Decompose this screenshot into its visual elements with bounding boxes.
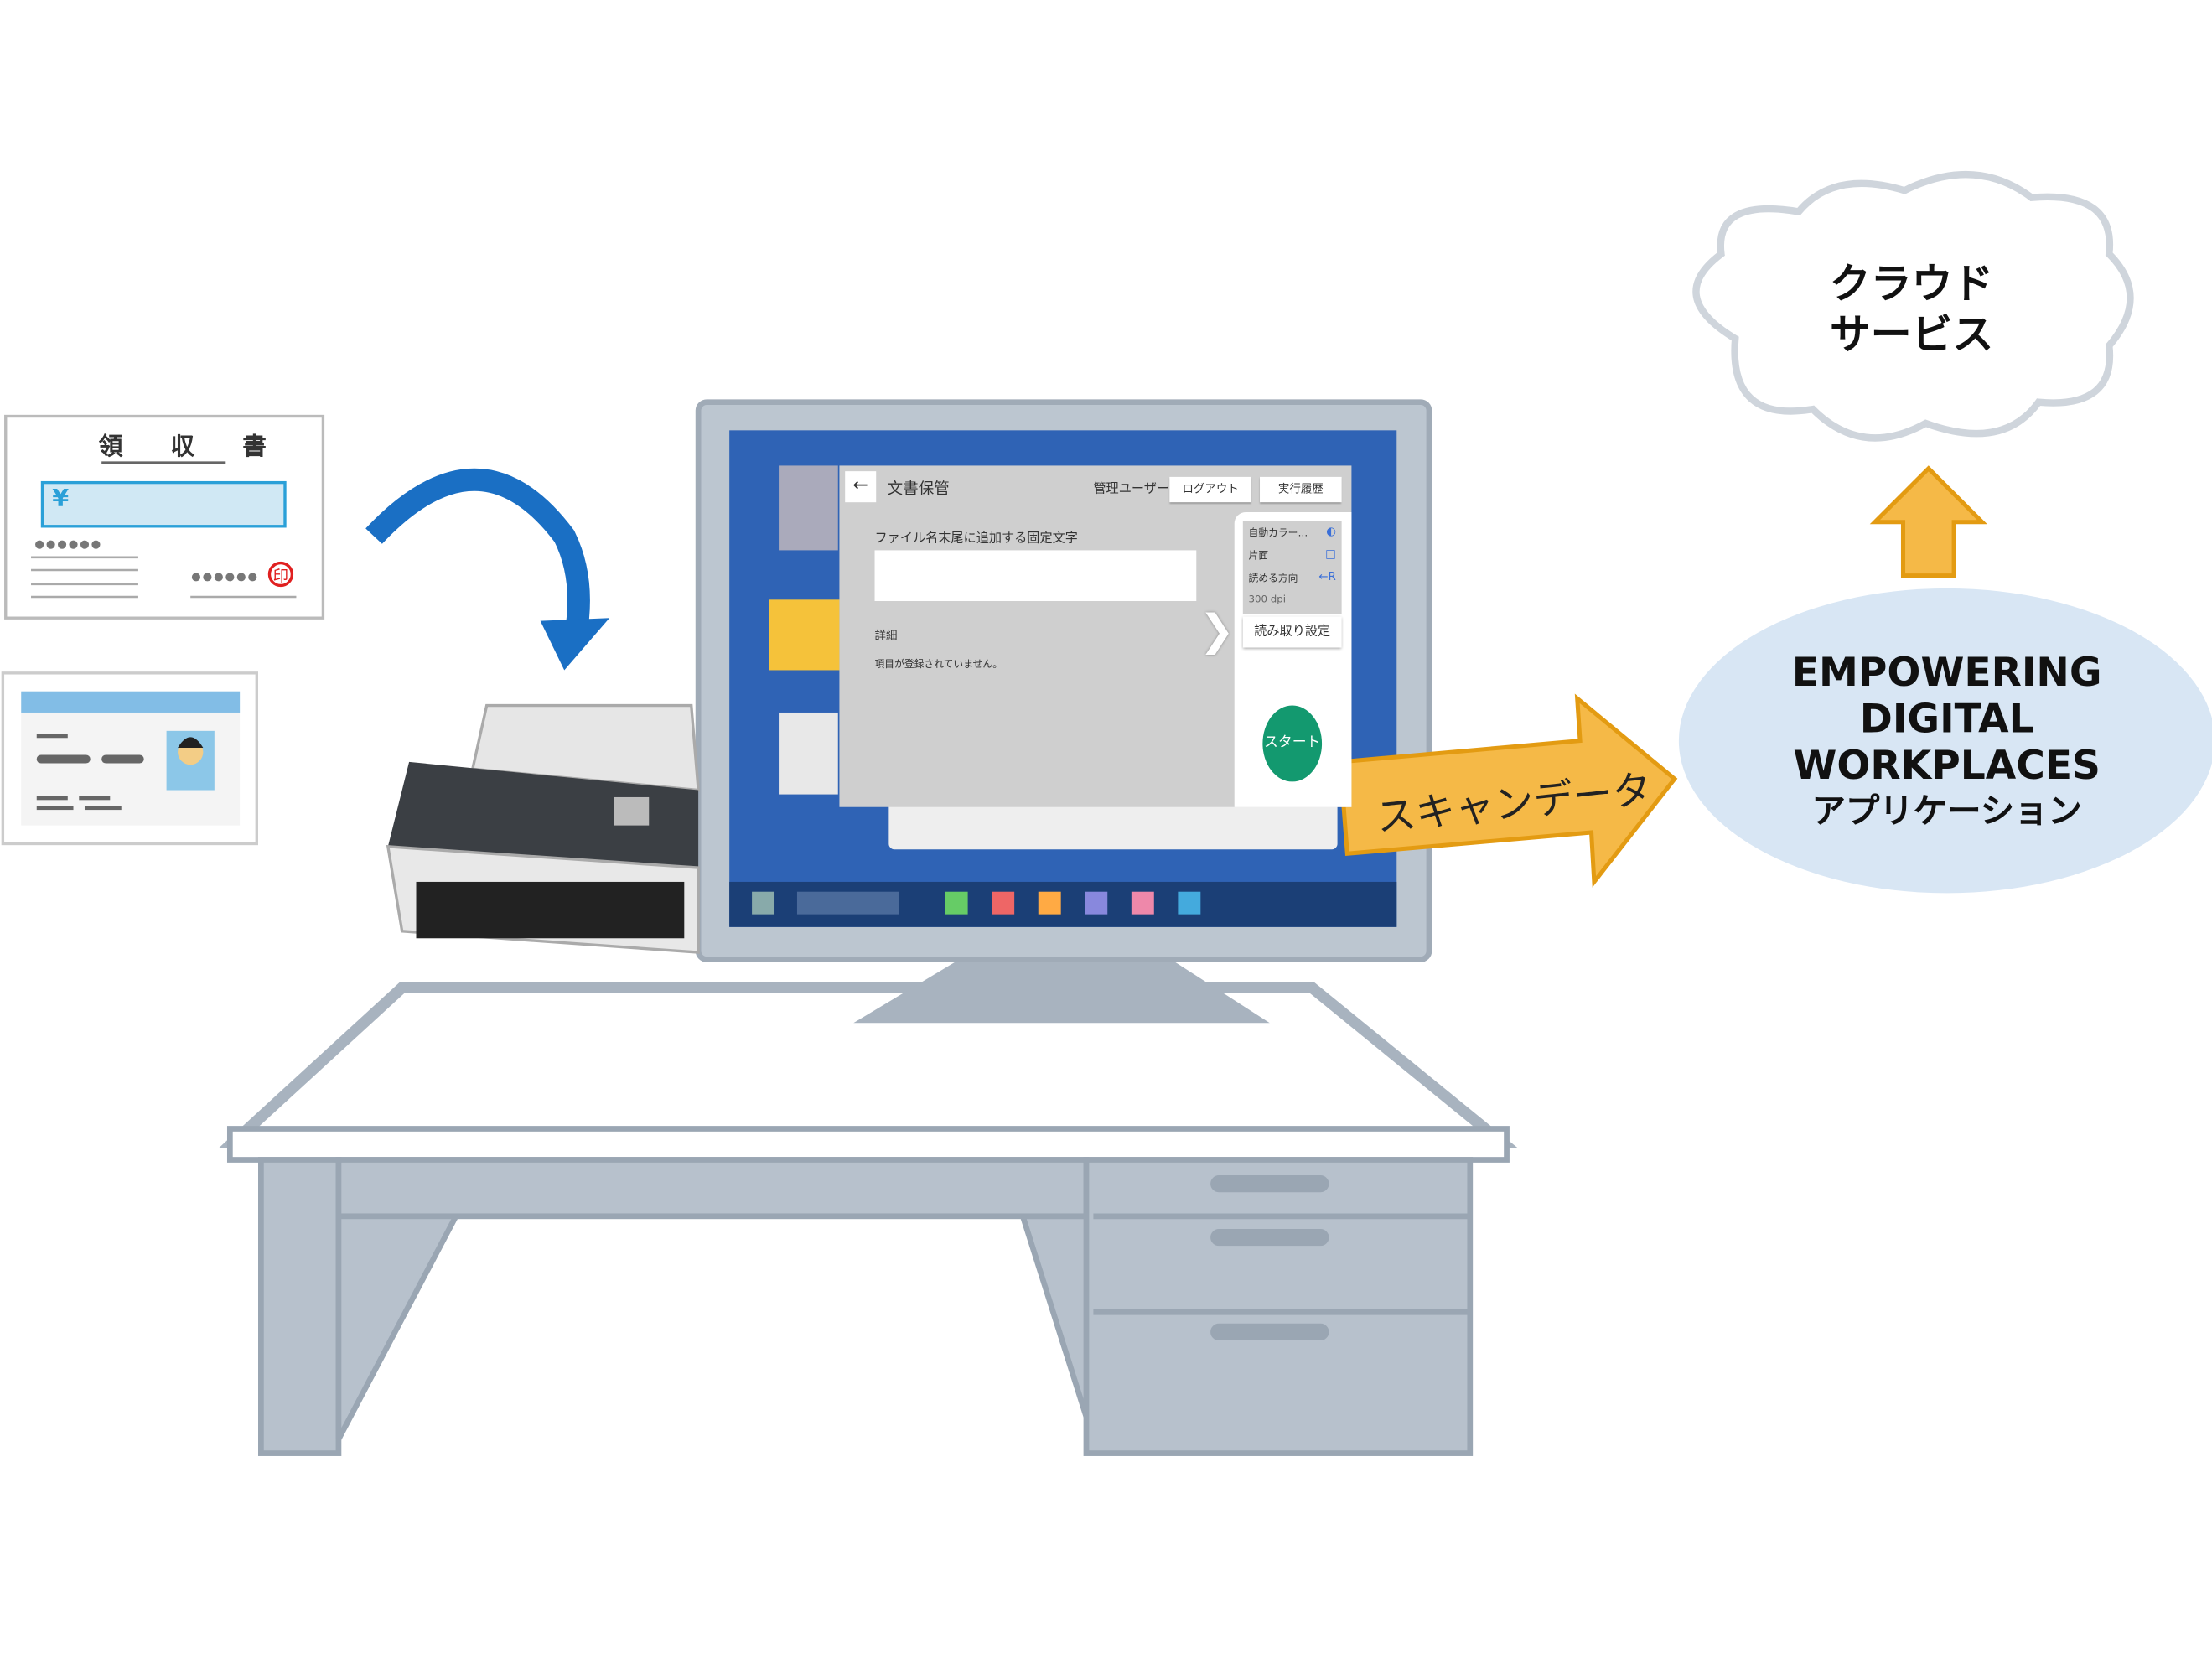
history-button[interactable]: 実行履歴 bbox=[1260, 476, 1342, 503]
cloud-line-2: サービス bbox=[1829, 310, 1994, 359]
user-name: 管理ユーザー bbox=[1093, 482, 1170, 497]
logout-button[interactable]: ログアウト bbox=[1169, 476, 1251, 503]
color-icon: ◐ bbox=[1326, 525, 1336, 538]
cloud-shape bbox=[1692, 170, 2134, 442]
orientation-mode: 読める方向 bbox=[1248, 573, 1298, 584]
oval-line-1: EMPOWERING bbox=[1791, 649, 2102, 696]
orientation-icon: ←R bbox=[1318, 569, 1336, 583]
filename-suffix-input[interactable] bbox=[874, 550, 1197, 602]
color-mode: 自動カラー… bbox=[1248, 527, 1308, 539]
application-oval bbox=[1678, 588, 2212, 894]
scan-side-panel: 自動カラー… ◐ 片面 □ 読める方向 ←R 300 dpi 読み取り設定 スタ… bbox=[1234, 511, 1352, 807]
application-label: EMPOWERING DIGITAL WORKPLACES アプリケーション bbox=[1735, 649, 2158, 835]
curved-arrow bbox=[365, 468, 590, 637]
seal-stamp: 印 bbox=[267, 561, 294, 588]
page-icon: □ bbox=[1325, 547, 1336, 561]
scan-app-window: ← 文書保管 管理ユーザー ログアウト 実行履歴 ファイル名末尾に追加する固定文… bbox=[839, 465, 1352, 807]
page-title: 文書保管 bbox=[887, 480, 950, 499]
sides-mode: 片面 bbox=[1248, 550, 1269, 562]
oval-line-4: アプリケーション bbox=[1811, 791, 2082, 832]
resolution: 300 dpi bbox=[1248, 594, 1287, 606]
up-arrow bbox=[1869, 465, 1987, 578]
curved-arrow-head bbox=[540, 618, 610, 671]
oval-line-2: DIGITAL bbox=[1859, 695, 2034, 743]
receipt-title: 領 収 書 bbox=[98, 433, 287, 462]
scanner bbox=[386, 703, 700, 954]
empty-message: 項目が登録されていません。 bbox=[874, 659, 1003, 671]
details-label: 詳細 bbox=[874, 629, 898, 642]
back-arrow-icon[interactable]: ← bbox=[845, 471, 877, 503]
filename-suffix-label: ファイル名末尾に追加する固定文字 bbox=[874, 531, 1078, 547]
desk bbox=[218, 982, 1519, 1456]
scan-settings-button[interactable]: 読み取り設定 bbox=[1242, 616, 1342, 648]
scan-data-arrow bbox=[1338, 693, 1678, 888]
chevron-right-icon[interactable]: ❯ bbox=[1199, 606, 1235, 656]
yen-symbol: ¥ bbox=[52, 485, 70, 514]
start-button[interactable]: スタート bbox=[1262, 705, 1323, 782]
id-card bbox=[1, 671, 259, 846]
scan-options[interactable]: 自動カラー… ◐ 片面 □ 読める方向 ←R 300 dpi bbox=[1242, 521, 1342, 614]
oval-line-3: WORKPLACES bbox=[1793, 742, 2101, 789]
cloud-line-1: クラウド bbox=[1829, 259, 1994, 308]
cloud-service-label: クラウド サービス bbox=[1820, 258, 2003, 360]
